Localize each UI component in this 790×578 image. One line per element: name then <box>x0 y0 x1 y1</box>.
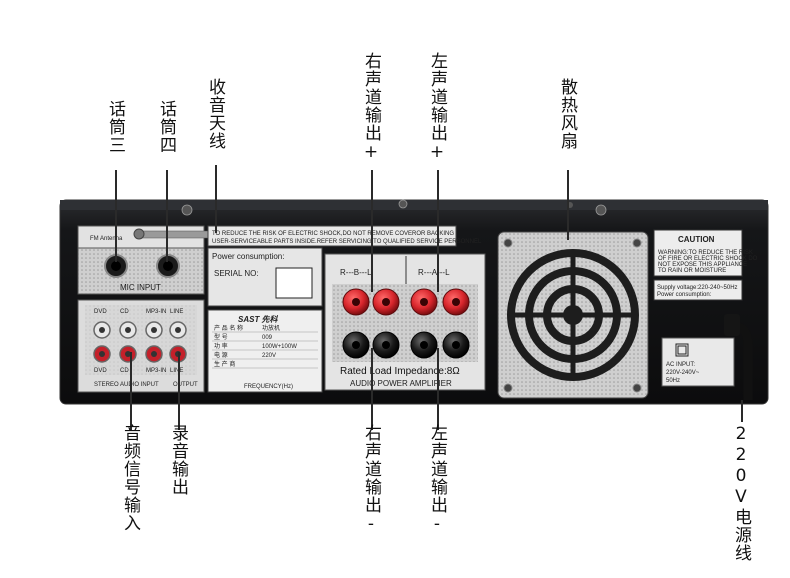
rca-top-label: MP3-IN <box>146 309 166 315</box>
caution-label <box>653 229 743 277</box>
callout-line-power <box>741 400 743 422</box>
rated-load-label: Rated Load Impedance:8Ω <box>340 366 460 377</box>
callout-right-out-neg: 右声道输出- <box>361 424 381 535</box>
spec-row-value: 100W+100W <box>262 344 297 350</box>
rca-bottom-label: LINE <box>170 368 183 374</box>
callout-line-antenna <box>215 165 217 233</box>
warning-line1: TO REDUCE THE RISK OF ELECTRIC SHOCK,DO … <box>212 231 454 237</box>
rca-bottom-label: CD <box>120 368 129 374</box>
callout-power-cord: 220V电源线 <box>731 424 751 562</box>
caution-text-line: OF FIRE OR ELECTRIC SHOCK DO <box>658 256 758 262</box>
rca-jack-pin <box>151 327 157 333</box>
ac-freq-label: 50Hz <box>666 378 680 384</box>
rca-top-label: DVD <box>94 309 107 315</box>
ac-input-label: AC INPUT: <box>666 362 695 368</box>
callout-line-record-output <box>178 352 180 430</box>
power-consumption2-label: Power consumption: <box>657 292 712 298</box>
frequency-label: FREQUENCY(Hz) <box>244 384 293 390</box>
spec-row-value: 009 <box>262 335 273 341</box>
terminal-hole <box>352 341 360 349</box>
stereo-audio-input-label: STEREO AUDIO INPUT <box>94 382 159 388</box>
channel-a-label: R---A---L <box>418 268 450 277</box>
power-consumption-label: Power consumption: <box>212 252 284 261</box>
fm-antenna-label: FM Antenna <box>90 236 123 242</box>
serial-no-label: SERIAL NO: <box>214 269 259 278</box>
warning-line2: USER-SERVICEABLE PARTS INSIDE.REFER SERV… <box>212 239 482 245</box>
ac-input-plate <box>661 337 735 387</box>
ac-voltage-label: 220V-240V~ <box>666 370 700 376</box>
spec-label <box>207 309 323 393</box>
callout-mic4: 话筒四 <box>156 100 176 154</box>
callout-line-left-neg <box>437 348 439 430</box>
terminal-hole <box>382 298 390 306</box>
rca-jack-pin <box>99 327 105 333</box>
channel-b-label: R---B---L <box>340 268 372 277</box>
screw <box>181 204 193 216</box>
spec-row-value: 功放机 <box>262 324 280 332</box>
rca-bottom-label: MP3-IN <box>146 368 166 374</box>
spec-row-key: 功 率 <box>214 342 228 350</box>
spec-row-key: 电 源 <box>214 351 228 359</box>
spec-row-key: 产 品 名 称 <box>214 324 243 332</box>
rca-jack-pin <box>125 327 131 333</box>
supply-voltage-label: Supply voltage:220-240~50Hz <box>657 285 738 291</box>
terminal-hole <box>420 341 428 349</box>
terminal-hole <box>452 341 460 349</box>
audio-power-amplifier-label: AUDIO POWER AMPLIFIER <box>350 379 452 388</box>
callout-line-mic3 <box>115 170 117 262</box>
rca-top-label: LINE <box>170 309 183 315</box>
rca-jack-pin <box>99 351 105 357</box>
rca-top-label: CD <box>120 309 129 315</box>
callout-line-left-pos <box>437 170 439 292</box>
callout-left-out-neg: 左声道输出- <box>427 424 447 535</box>
caution-title: CAUTION <box>678 235 715 244</box>
terminal-hole <box>452 298 460 306</box>
callout-cooling-fan: 散热风扇 <box>557 78 577 150</box>
callout-audio-input: 音频信号输入 <box>120 424 140 532</box>
screw <box>595 204 607 216</box>
mic-input-label: MIC INPUT <box>120 283 161 292</box>
terminal-hole <box>352 298 360 306</box>
brand-label: SAST 先科 <box>238 315 279 324</box>
rca-jack-pin <box>175 327 181 333</box>
callout-left-out-pos: 左声道输出+ <box>427 52 447 163</box>
callout-line-mic4 <box>166 170 168 262</box>
rca-jack-pin <box>125 351 131 357</box>
output-label: OUTPUT <box>173 382 198 388</box>
caution-text-line: NOT EXPOSE THIS APPLIANCE <box>658 262 747 268</box>
caution-text-line: WARNING:TO REDUCE THE RISK <box>658 250 753 256</box>
spec-row-key: 生 产 商 <box>214 360 235 368</box>
callout-radio-antenna: 收音天线 <box>205 78 225 150</box>
rca-jack-pin <box>151 351 157 357</box>
callout-record-output: 录音输出 <box>168 424 188 496</box>
mic-input-plate <box>77 247 205 295</box>
callout-line-fan <box>567 170 569 240</box>
spec-row-key: 型 号 <box>214 333 228 341</box>
spec-row-value: 220V <box>262 353 276 359</box>
caution-text-line: TO RAIN OR MOISTURE <box>658 268 726 274</box>
callout-right-out-pos: 右声道输出+ <box>361 52 381 163</box>
terminal-hole <box>420 298 428 306</box>
screw <box>398 199 408 209</box>
terminal-hole <box>382 341 390 349</box>
callout-line-right-pos <box>371 170 373 292</box>
callout-line-right-neg <box>371 348 373 430</box>
callout-mic3: 话筒三 <box>105 100 125 154</box>
rca-bottom-label: DVD <box>94 368 107 374</box>
callout-line-audio-input <box>130 352 132 430</box>
